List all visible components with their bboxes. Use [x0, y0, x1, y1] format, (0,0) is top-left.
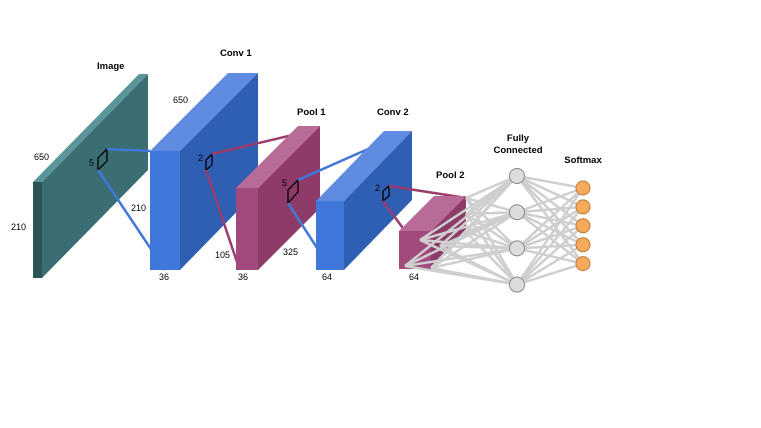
pool2-to-fc-edges: [404, 174, 519, 286]
image-to-conv1-line-top: [106, 147, 151, 153]
image-kernel-label: 5: [89, 158, 94, 168]
fc-node: [509, 240, 525, 257]
conv1-top: [150, 73, 258, 151]
pool2-depth-label: 64: [409, 272, 419, 282]
conv1-side: [180, 73, 258, 270]
pool1-depth-label: 36: [238, 272, 248, 282]
conv2-kernel-label: 2: [375, 183, 380, 193]
conv1-width-label: 650: [173, 95, 188, 105]
conv2-to-pool2-line-bottom: [381, 200, 407, 232]
pool2-fc-edge: [404, 211, 518, 268]
conv2-front: [316, 201, 344, 270]
pool1-layer: [236, 126, 320, 270]
image-layer-front: [33, 182, 42, 278]
fc-softmax-edge: [516, 186, 584, 214]
softmax-node: [575, 218, 591, 234]
pool2-fc-edge: [464, 213, 519, 286]
conv1-kernel-box: [205, 152, 213, 172]
fc-softmax-edge: [516, 187, 584, 250]
conv2-side: [344, 131, 412, 270]
fully-connected-title-line2: Connected: [493, 145, 542, 156]
pool2-fc-edge: [430, 175, 518, 269]
pool1-width-label: 325: [283, 247, 298, 257]
pool1-kernel-label: 5: [282, 178, 287, 188]
fc-node: [509, 276, 525, 293]
pool2-fc-edge: [430, 211, 518, 270]
softmax-node: [575, 256, 591, 272]
conv1-kernel-label: 2: [198, 153, 203, 163]
fc-node: [509, 204, 525, 221]
image-kernel-box: [97, 147, 108, 172]
pool2-fc-edge: [419, 238, 518, 286]
pool2-fc-edge: [404, 175, 518, 267]
conv1-title: Conv 1: [220, 48, 252, 59]
conv1-depth-label: 36: [159, 272, 169, 282]
fc-softmax-edge: [516, 262, 584, 286]
fc-softmax-edge: [516, 243, 584, 286]
conv2-kernel-box: [382, 184, 390, 203]
conv2-title: Conv 2: [377, 107, 409, 118]
pool2-top: [399, 196, 466, 231]
conv2-top: [316, 131, 412, 201]
conv1-to-pool1-line-bottom: [204, 169, 239, 263]
image-layer: [33, 74, 148, 278]
fc-node: [509, 168, 525, 184]
conv2-to-pool2-line-top: [388, 184, 461, 199]
pool1-top: [236, 126, 320, 188]
fc-softmax-edge: [516, 174, 584, 190]
pool1-kernel-box: [287, 178, 299, 205]
fc-to-softmax-edges: [515, 174, 585, 286]
pool2-fc-edge: [404, 247, 518, 268]
conv1-layer: [150, 73, 258, 270]
pool1-front: [236, 188, 258, 270]
softmax-title: Softmax: [564, 155, 602, 166]
softmax-node: [575, 237, 591, 253]
conv1-height-label: 210: [131, 203, 146, 213]
image-width-label: 650: [34, 152, 49, 162]
image-title: Image: [97, 61, 124, 72]
conv2-layer: [316, 131, 412, 270]
pool1-height-label: 105: [215, 250, 230, 260]
softmax-node: [575, 180, 591, 196]
fc-softmax-edge: [516, 205, 584, 250]
pool2-title: Pool 2: [436, 170, 465, 181]
fully-connected-title-line1: Fully: [507, 133, 530, 144]
pool2-fc-edge: [419, 174, 518, 242]
conv2-depth-label: 64: [322, 272, 332, 282]
pool2-fc-edge: [430, 247, 518, 270]
pool1-side: [258, 126, 320, 270]
pool2-fc-edge: [430, 266, 518, 286]
fc-softmax-edge: [516, 205, 584, 214]
image-layer-top: [33, 74, 148, 182]
fully-connected-nodes: [509, 168, 525, 293]
image-layer-side: [42, 74, 148, 278]
pool1-title: Pool 1: [297, 107, 326, 118]
fc-softmax-edge: [516, 206, 584, 286]
pool2-fc-edge: [465, 174, 518, 200]
conv1-front: [150, 151, 180, 270]
fc-softmax-edge: [515, 187, 585, 286]
fc-softmax-edge: [516, 224, 584, 286]
fc-softmax-edge: [516, 174, 584, 209]
softmax-node: [575, 199, 591, 215]
pool2-fc-edge: [465, 230, 518, 250]
softmax-nodes: [575, 180, 591, 272]
image-height-label: 210: [11, 222, 26, 232]
